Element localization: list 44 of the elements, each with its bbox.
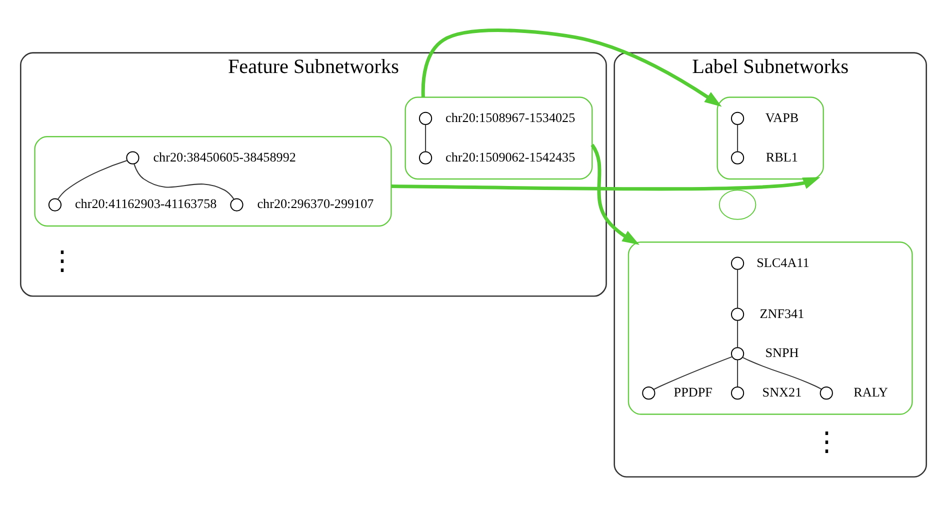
- node-circle: [820, 386, 833, 400]
- connector: [134, 163, 234, 199]
- node-circle: [48, 198, 62, 211]
- node-label: RBL1: [766, 148, 798, 164]
- node-circle: [730, 256, 744, 270]
- node-label: chr20:41162903-41163758: [74, 196, 217, 211]
- arrow: [391, 176, 820, 190]
- connector: [737, 269, 738, 308]
- connector: [737, 320, 738, 347]
- cluster: [404, 96, 593, 180]
- connector: [57, 160, 128, 200]
- node-label: SLC4A11: [756, 254, 810, 270]
- node-label: ZNF341: [760, 305, 804, 320]
- cluster: [628, 241, 913, 414]
- node-label: chr20:296370-299107: [257, 196, 374, 211]
- node-circle: [730, 150, 744, 164]
- node-circle: [730, 307, 744, 320]
- node-circle: [730, 386, 744, 400]
- node-label: chr20:1508967-1534025: [446, 109, 576, 124]
- node-ellipse: [718, 189, 756, 220]
- arrow: [421, 28, 722, 106]
- node-circle: [730, 346, 744, 360]
- node-circle: [730, 111, 744, 124]
- node-label: chr20:38450605-38458992: [153, 148, 296, 164]
- node-label: SNPH: [765, 344, 799, 360]
- node-label: RALY: [854, 384, 888, 400]
- node-circle: [418, 111, 432, 124]
- node-label: SNX21: [762, 384, 802, 400]
- node-circle: [126, 150, 140, 164]
- cluster: [34, 136, 392, 226]
- label: ⋮: [813, 426, 840, 456]
- connector: [737, 359, 738, 386]
- node-label: PPDPF: [674, 384, 712, 400]
- cluster: [716, 96, 824, 180]
- connector: [653, 356, 732, 390]
- connector: [425, 124, 426, 151]
- node-label: VAPB: [765, 109, 799, 124]
- node-circle: [642, 386, 656, 400]
- node-label: chr20:1509062-1542435: [446, 148, 576, 164]
- node-circle: [230, 198, 244, 211]
- connector: [742, 356, 822, 390]
- label: ⋮: [49, 246, 76, 276]
- connector: [737, 124, 738, 151]
- node-circle: [418, 150, 432, 164]
